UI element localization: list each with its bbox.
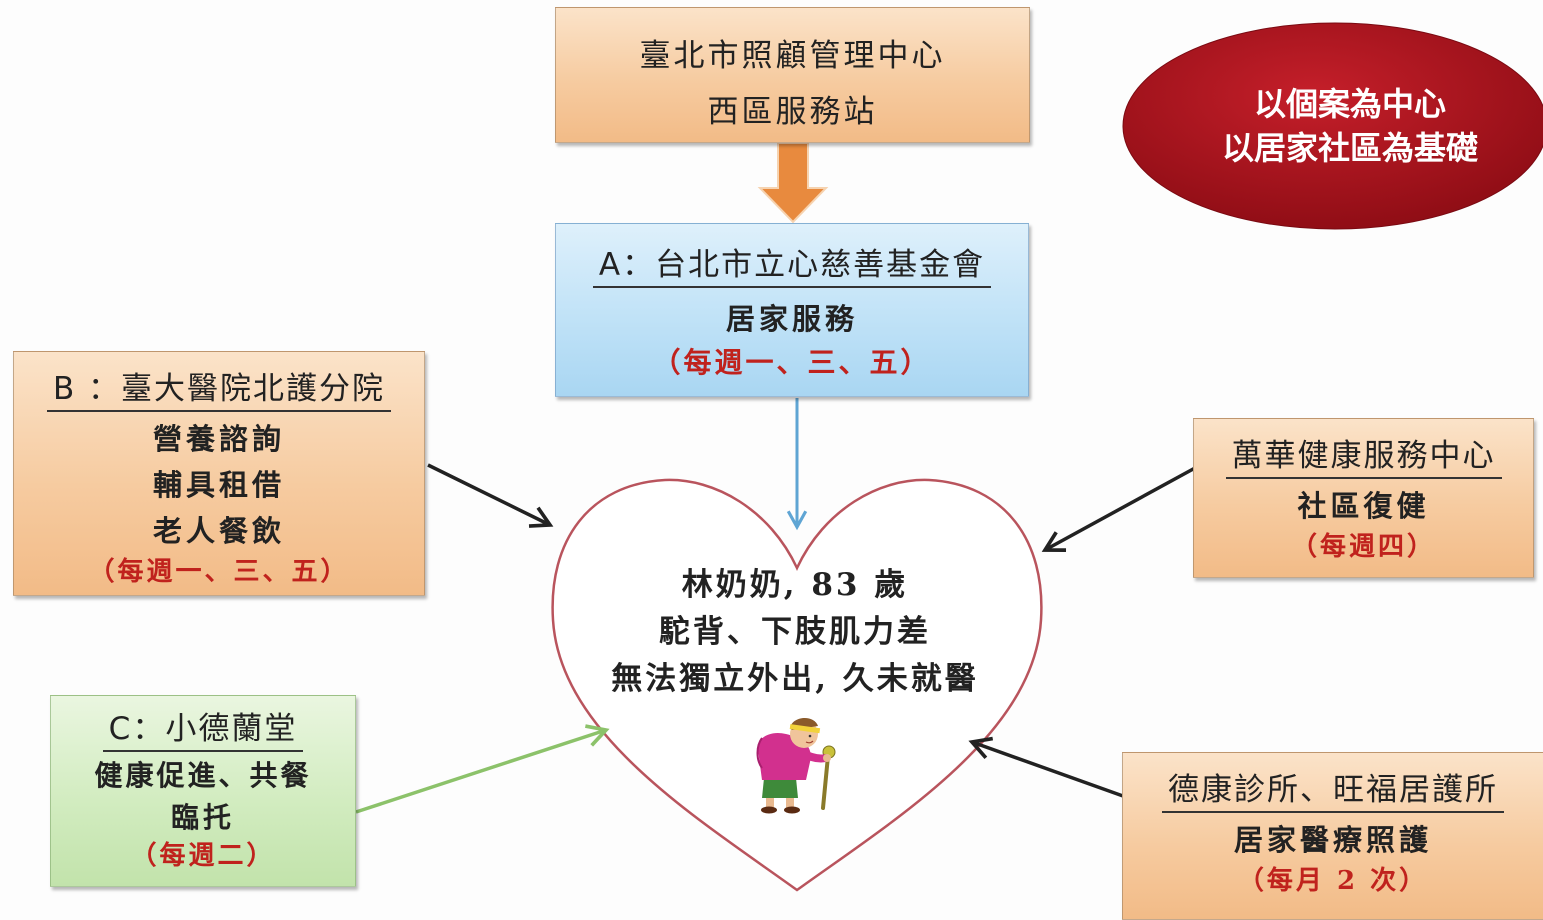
orange-down-arrow [757, 142, 829, 224]
client-line-1: 林奶奶, 83 歲 [681, 567, 909, 603]
arrow-c-to-client [355, 724, 610, 814]
principle-line-1: 以個案為中心 [1253, 85, 1446, 123]
provider-b-service-3: 老人餐飲 [152, 513, 285, 548]
provider-c-title: C：小德蘭堂 [102, 710, 304, 752]
provider-c-service-1: 健康促進、共餐 [94, 758, 312, 792]
provider-b-box: B ：臺大醫院北護分院 營養諮詢 輔具租借 老人餐飲 （每週一、三、五） [13, 351, 425, 596]
client-line-2: 駝背、下肢肌力差 [659, 614, 931, 650]
arrow-wanhua-to-client [1041, 466, 1196, 552]
provider-a-schedule: （每週一、三、五） [652, 345, 932, 379]
provider-a-title: A：台北市立心慈善基金會 [592, 246, 992, 288]
provider-wanhua-title: 萬華健康服務中心 [1225, 437, 1502, 479]
provider-clinic-box: 德康診所、旺福居護所 居家醫療照護 （每月 2 次） [1122, 752, 1543, 920]
provider-wanhua-schedule: （每週四） [1290, 531, 1436, 562]
provider-a-box: A：台北市立心慈善基金會 居家服務 （每週一、三、五） [555, 223, 1029, 397]
principle-text: 以個案為中心 以居家社區為基礎 [1150, 82, 1543, 170]
care-center-station: 西區服務站 [707, 94, 878, 130]
provider-wanhua-box: 萬華健康服務中心 社區復健 （每週四） [1193, 418, 1534, 578]
grandma-illustration [756, 717, 836, 814]
provider-c-box: C：小德蘭堂 健康促進、共餐 臨托 （每週二） [50, 695, 356, 887]
provider-c-service-2: 臨托 [170, 800, 235, 834]
arrow-b-to-client [427, 463, 554, 528]
care-center-name: 臺北市照顧管理中心 [639, 38, 946, 74]
arrow-clinic-to-client [968, 736, 1124, 798]
provider-wanhua-service: 社區復健 [1297, 488, 1430, 523]
provider-clinic-service: 居家醫療照護 [1233, 822, 1432, 857]
provider-a-service: 居家服務 [725, 301, 858, 336]
client-description: 林奶奶, 83 歲 駝背、下肢肌力差 無法獨立外出, 久未就醫 [560, 562, 1030, 703]
provider-b-service-2: 輔具租借 [152, 467, 285, 502]
provider-b-schedule: （每週一、三、五） [88, 556, 350, 587]
provider-b-service-1: 營養諮詢 [152, 421, 285, 456]
provider-clinic-schedule: （每月 2 次） [1237, 865, 1429, 896]
provider-clinic-title: 德康診所、旺福居護所 [1162, 771, 1504, 813]
principle-ellipse [1122, 22, 1543, 230]
principle-line-2: 以居家社區為基礎 [1221, 129, 1478, 167]
provider-c-schedule: （每週二） [130, 840, 276, 871]
care-center-box: 臺北市照顧管理中心 西區服務站 [555, 7, 1030, 143]
provider-b-title: B ：臺大醫院北護分院 [46, 370, 392, 412]
client-line-3: 無法獨立外出, 久未就醫 [611, 661, 979, 697]
client-heart [551, 478, 1043, 892]
